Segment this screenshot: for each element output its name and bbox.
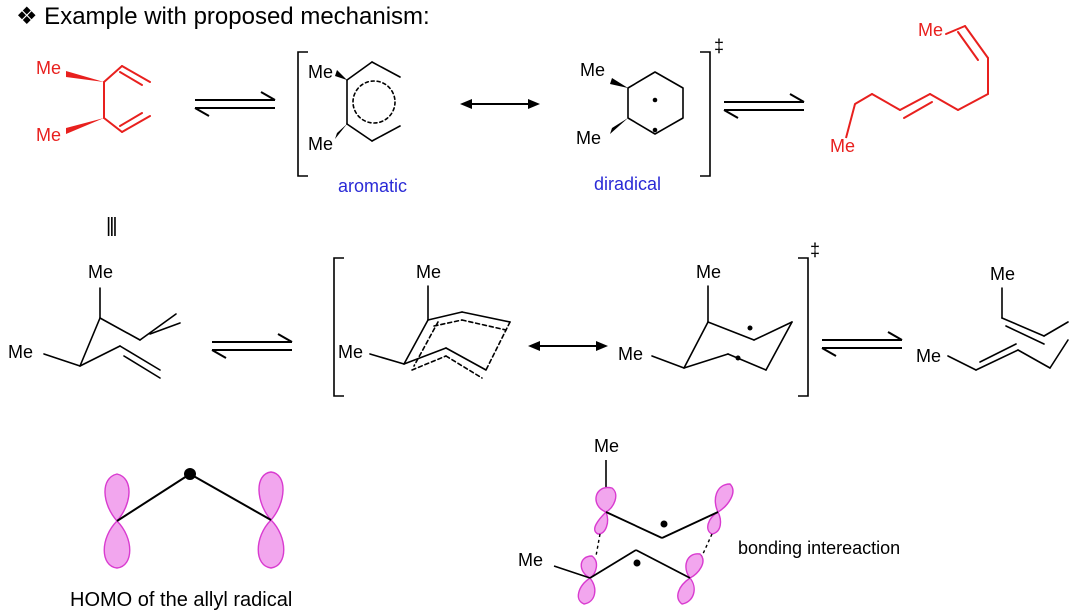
product-diene (854, 25, 989, 119)
equilibrium-arrows-icon (723, 93, 805, 119)
aromatic-label: aromatic (338, 176, 407, 196)
p-orbital-lobe-icon (594, 486, 617, 535)
page-title: ❖ Example with proposed mechanism: (16, 3, 430, 30)
double-headed-arrow-icon (527, 340, 609, 352)
homo-caption: HOMO of the allyl radical (70, 589, 292, 611)
methyl-label: Me (88, 262, 113, 282)
methyl-label: Me (576, 128, 601, 148)
chair-diradical (651, 285, 793, 371)
product-conformer (947, 287, 1069, 371)
equilibrium-arrows-icon (194, 91, 276, 117)
bracket-right (700, 51, 711, 177)
radical-dot-icon (747, 325, 753, 331)
radical-dot-icon (735, 355, 741, 361)
double-dagger-label: ‡ (810, 240, 820, 260)
methyl-label: Me (416, 262, 441, 282)
methyl-label: Me (916, 346, 941, 366)
methyl-label: Me (308, 62, 333, 82)
identity-sign: ||| (106, 215, 116, 237)
aromatic-transition-state (346, 61, 401, 142)
reactant-conformer (43, 287, 181, 379)
radical-dot-icon (660, 520, 668, 528)
methyl-label: Me (594, 436, 619, 456)
methyl-label: Me (308, 134, 333, 154)
bracket-left (333, 257, 344, 397)
product-terminal-bond (845, 103, 856, 139)
p-orbital-lobe-icon (677, 553, 704, 605)
methyl-label: Me (618, 344, 643, 364)
wedge-bond-icon (66, 118, 104, 134)
methyl-label: Me (830, 136, 855, 156)
methyl-label: Me (580, 60, 605, 80)
methyl-label: Me (696, 262, 721, 282)
methyl-label: Me (518, 550, 543, 570)
bracket-right (798, 257, 809, 397)
wedge-bond-icon (610, 78, 628, 88)
reactant-diene (103, 65, 151, 133)
equilibrium-arrows-icon (211, 333, 293, 359)
p-orbital-lobe-icon (257, 471, 285, 569)
methyl-label: Me (8, 342, 33, 362)
radical-dot-icon (652, 97, 658, 103)
p-orbital-lobe-icon (707, 483, 734, 535)
chair-transition-state (369, 285, 511, 379)
radical-dot-icon (633, 559, 641, 567)
radical-dot-icon (184, 468, 196, 480)
methyl-label: Me (36, 125, 61, 145)
radical-dot-icon (652, 127, 658, 133)
diradical-transition-state (627, 71, 684, 135)
p-orbital-lobe-icon (577, 555, 598, 605)
wedge-bond-icon (66, 71, 104, 82)
methyl-label: Me (918, 20, 943, 40)
wedge-bond-icon (335, 124, 347, 139)
bonding-interaction-diagram (553, 460, 734, 605)
wedge-bond-icon (610, 118, 628, 134)
allyl-radical-homo (103, 468, 285, 569)
bonding-caption: bonding intereaction (738, 538, 900, 558)
p-orbital-lobe-icon (103, 473, 131, 569)
equilibrium-arrows-icon (821, 331, 903, 357)
methyl-label: Me (990, 264, 1015, 284)
double-dagger-label: ‡ (714, 36, 724, 56)
diradical-label: diradical (594, 174, 661, 194)
methyl-label: Me (36, 58, 61, 78)
bracket-left (297, 51, 308, 177)
methyl-label: Me (338, 342, 363, 362)
double-headed-arrow-icon (459, 98, 541, 110)
wedge-bond-icon (335, 70, 347, 80)
